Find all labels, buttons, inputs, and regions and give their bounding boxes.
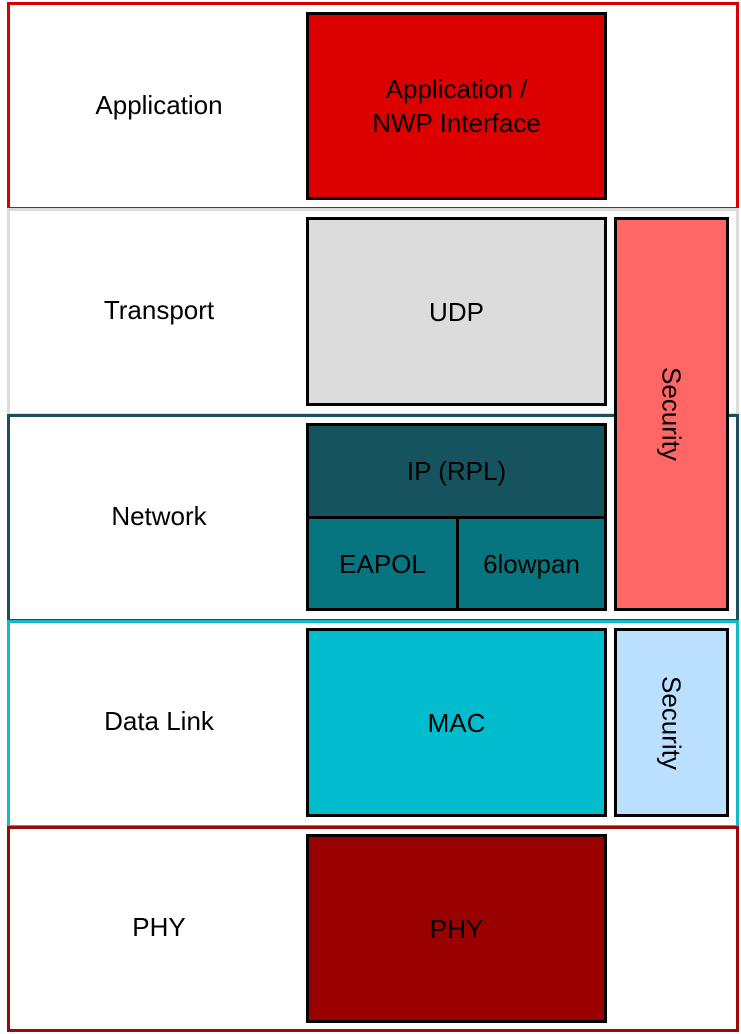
phy-layer-frame xyxy=(7,826,739,1032)
ip-rpl-block-label: IP (RPL) xyxy=(406,456,507,486)
application-nwp-interface-block: Application / NWP Interface xyxy=(306,12,607,200)
datalink-layer-label: Data Link xyxy=(104,706,214,736)
application-block-line2: NWP Interface xyxy=(372,108,541,138)
udp-block: UDP xyxy=(306,217,607,406)
application-block-line1: Application / xyxy=(385,74,528,104)
security-lower-block-label: Security xyxy=(656,675,687,770)
phy-block-label: PHY xyxy=(429,913,484,944)
eapol-block: EAPOL xyxy=(306,516,459,611)
security-upper-block: Security xyxy=(614,217,729,611)
phy-block: PHY xyxy=(306,834,607,1023)
mac-block: MAC xyxy=(306,628,607,817)
udp-block-label: UDP xyxy=(429,296,484,327)
application-layer-label: Application xyxy=(95,90,223,120)
security-lower-block: Security xyxy=(614,628,729,817)
network-layer-label: Network xyxy=(111,501,207,531)
phy-layer-label: PHY xyxy=(132,912,186,942)
transport-layer-label: Transport xyxy=(103,295,215,325)
eapol-block-label: EAPOL xyxy=(339,548,426,579)
6lowpan-block-label: 6lowpan xyxy=(483,548,580,579)
6lowpan-block: 6lowpan xyxy=(456,516,607,611)
mac-block-label: MAC xyxy=(427,707,486,738)
ip-rpl-block: IP (RPL) xyxy=(306,423,607,519)
security-upper-block-label: Security xyxy=(656,367,687,461)
